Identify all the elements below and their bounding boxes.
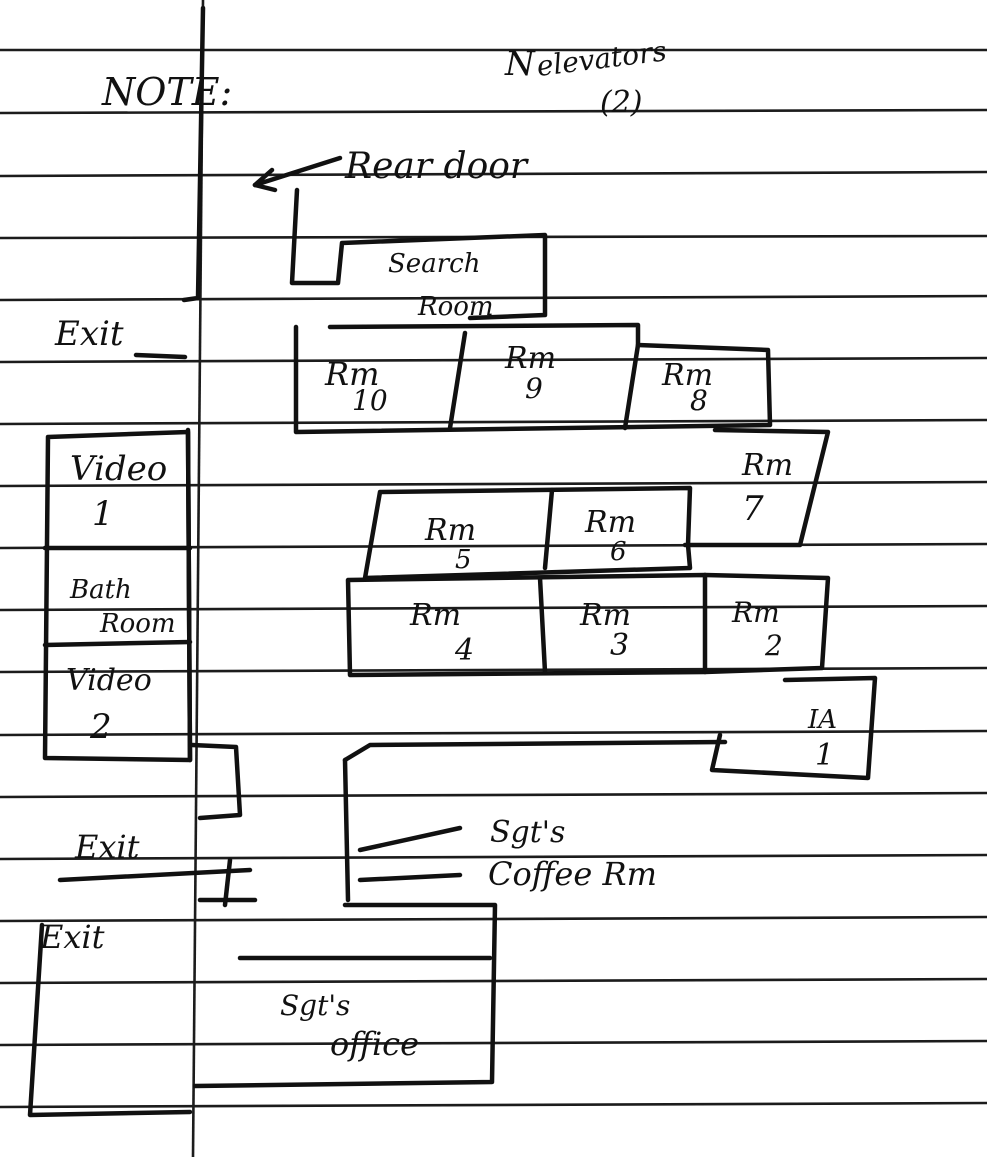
svg-text:office: office (330, 1025, 419, 1063)
room-label-rm-9: Rm 9 (504, 341, 556, 405)
svg-text:Rm: Rm (324, 355, 379, 393)
svg-text:1: 1 (92, 494, 114, 534)
room-label-rm-6: Rm 6 (584, 505, 636, 567)
svg-text:Rm: Rm (424, 513, 476, 548)
exit-top-label: Exit (54, 314, 124, 354)
svg-text:4: 4 (454, 633, 474, 668)
upper-rooms-outline (293, 322, 773, 435)
svg-text:Video: Video (70, 449, 167, 489)
svg-text:Sgt's: Sgt's (280, 989, 350, 1022)
ia-room-outline (709, 675, 878, 781)
north-mark: N (504, 44, 536, 84)
rear-door-label: Rear door (344, 146, 529, 187)
svg-text:Room: Room (99, 609, 176, 639)
svg-text:2: 2 (764, 629, 783, 662)
svg-text:9: 9 (525, 372, 543, 405)
room-label-rm-4: Rm 4 (409, 598, 474, 668)
svg-text:Rm: Rm (741, 448, 793, 483)
svg-text:6: 6 (610, 537, 627, 567)
room-label-rm-10: Rm 10 (324, 355, 388, 417)
sgts-office-label: Sgt's office (280, 989, 419, 1063)
svg-text:10: 10 (352, 384, 388, 417)
room-label-rm-3: Rm 3 (579, 598, 631, 663)
room-label-rm-7: Rm 7 (741, 448, 793, 529)
room-label-rm-2: Rm 2 (731, 596, 783, 662)
exit-middle-label: Exit (74, 828, 140, 866)
svg-text:Rm: Rm (579, 598, 631, 633)
exit-bottom-label: Exit (39, 918, 105, 956)
svg-text:Video: Video (66, 663, 152, 698)
rear-door-arrow (252, 155, 343, 193)
room-label-rm-8: Rm 8 (661, 358, 713, 417)
lower-section-outline (27, 739, 728, 1118)
svg-text:8: 8 (690, 384, 708, 417)
room-label-rm-5: Rm 5 (424, 513, 476, 575)
svg-text:Rm: Rm (504, 341, 556, 376)
left-rooms-outline (42, 429, 193, 763)
search-room-label: Room (417, 292, 494, 322)
room-label-video-1: Video 1 (70, 449, 167, 534)
search-room-label: Search (388, 249, 480, 279)
svg-text:5: 5 (455, 545, 472, 575)
svg-text:IA: IA (807, 705, 837, 735)
room-label-bathroom: Bath Room (69, 575, 176, 639)
svg-text:7: 7 (742, 489, 764, 529)
middle-rooms-outline (362, 427, 831, 581)
note-heading: NOTE: (101, 70, 232, 114)
svg-text:1: 1 (815, 738, 834, 773)
coffee-room-label: Coffee Rm (488, 855, 657, 893)
svg-text:Rm: Rm (584, 505, 636, 540)
svg-text:Rm: Rm (731, 596, 780, 629)
sgts-label: Sgt's (490, 815, 565, 850)
svg-text:NOTE:: NOTE: (101, 70, 232, 114)
search-room-outline (289, 187, 548, 321)
room-label-video-2: Video 2 (66, 663, 152, 747)
svg-text:Rm: Rm (409, 598, 461, 633)
svg-text:3: 3 (610, 628, 629, 663)
svg-text:Rm: Rm (661, 358, 713, 393)
elevators-label: elevators (535, 34, 669, 83)
svg-text:Bath: Bath (69, 575, 132, 605)
lower-rooms-outline (345, 572, 831, 678)
room-label-ia-1: IA 1 (807, 705, 837, 773)
elevators-count: (2) (600, 85, 643, 120)
svg-text:2: 2 (89, 707, 112, 747)
